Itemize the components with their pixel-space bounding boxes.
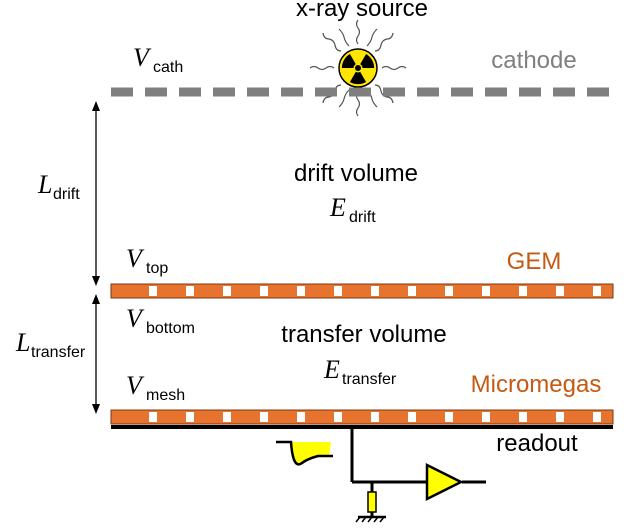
drift-field-symbol: E <box>329 193 346 222</box>
drift-volume-label: drift volume <box>294 160 418 187</box>
ground-icon <box>355 515 386 523</box>
transfer-volume-label: transfer volume <box>281 321 446 348</box>
gem-top-voltage-symbol: V <box>126 244 145 273</box>
mesh-hole <box>445 412 453 422</box>
mesh-hole <box>149 412 157 422</box>
mesh-voltage-subscript: mesh <box>146 387 185 404</box>
amplifier-icon <box>425 462 464 502</box>
micromegas-mesh-holes <box>149 412 601 422</box>
mesh-voltage-symbol: V <box>126 371 145 400</box>
mesh-hole <box>260 412 268 422</box>
gem-hole <box>519 286 527 296</box>
drift-length-subscript: drift <box>53 186 80 203</box>
gem-hole <box>408 286 416 296</box>
mesh-hole <box>408 412 416 422</box>
gem-holes <box>149 286 601 296</box>
gem-hole <box>482 286 490 296</box>
gem-hole <box>334 286 342 296</box>
cathode-voltage-subscript: cath <box>153 59 183 76</box>
gem-hole <box>149 286 157 296</box>
gem-hole <box>186 286 194 296</box>
mesh-hole <box>371 412 379 422</box>
transfer-field-symbol: E <box>323 355 340 384</box>
gem-bottom-voltage-symbol: V <box>126 304 145 333</box>
cathode-label: cathode <box>491 47 576 74</box>
transfer-length-symbol: L <box>15 328 30 357</box>
radiation-icon <box>309 19 407 117</box>
gem-hole <box>593 286 601 296</box>
mesh-hole <box>297 412 305 422</box>
drift-length-symbol: L <box>37 170 52 199</box>
mesh-hole <box>334 412 342 422</box>
readout-electronics <box>350 427 486 517</box>
gem-bottom-voltage-subscript: bottom <box>146 320 195 337</box>
cathode-voltage-symbol: V <box>133 43 152 72</box>
transfer-field-subscript: transfer <box>342 371 397 388</box>
xray-source-label: x-ray source <box>296 0 428 22</box>
gem-label: GEM <box>507 248 562 275</box>
transfer-length-subscript: transfer <box>31 344 86 361</box>
gem-hole <box>556 286 564 296</box>
micromegas-label: Micromegas <box>471 371 602 398</box>
gem-hole <box>260 286 268 296</box>
mesh-hole <box>186 412 194 422</box>
resistor-icon <box>367 491 377 513</box>
drift-field-subscript: drift <box>349 209 376 226</box>
mesh-hole <box>593 412 601 422</box>
mesh-hole <box>482 412 490 422</box>
mesh-hole <box>556 412 564 422</box>
gem-hole <box>223 286 231 296</box>
gem-hole <box>445 286 453 296</box>
gem-hole <box>371 286 379 296</box>
pulse-icon <box>276 440 333 466</box>
readout-label: readout <box>496 430 578 457</box>
gem-top-voltage-subscript: top <box>146 260 168 277</box>
mesh-hole <box>519 412 527 422</box>
mesh-hole <box>223 412 231 422</box>
gem-hole <box>297 286 305 296</box>
